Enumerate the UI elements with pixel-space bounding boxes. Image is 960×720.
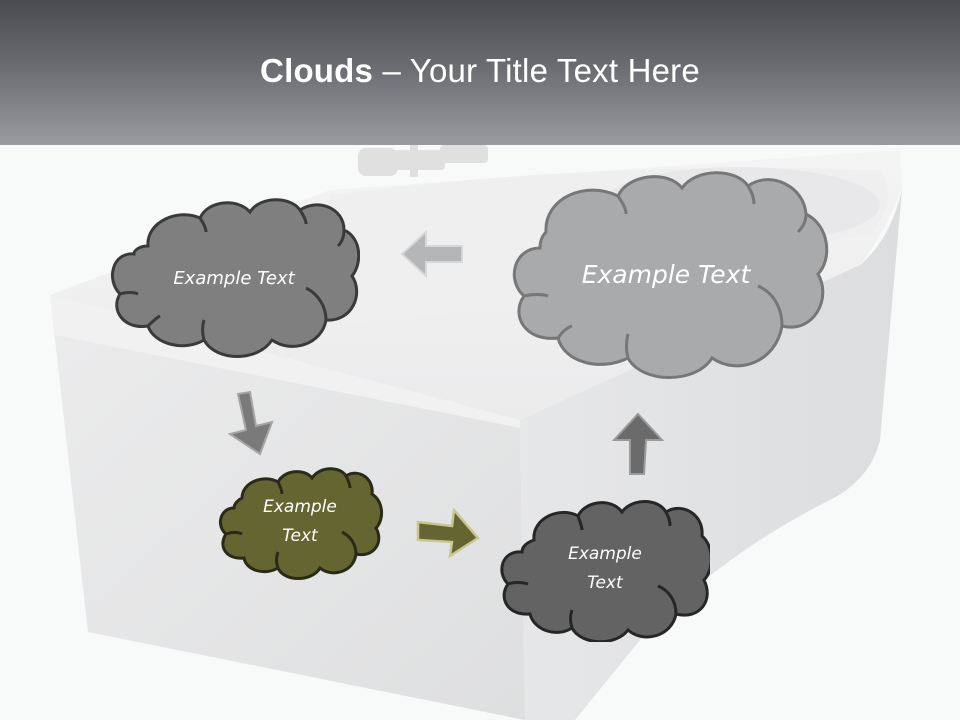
title-regular-part: – Your Title Text Here — [373, 52, 700, 89]
title-bold-part: Clouds — [260, 52, 374, 89]
cloud-bottom-left[interactable]: Example Text — [216, 464, 384, 580]
title-bar: Clouds – Your Title Text Here — [0, 0, 960, 145]
arrow-up-icon — [612, 412, 664, 475]
arrow-down-icon — [228, 390, 274, 456]
slide-title[interactable]: Clouds – Your Title Text Here — [0, 52, 960, 90]
cloud-top-right[interactable]: Example Text — [500, 166, 832, 382]
cloud-shape-icon — [512, 171, 829, 379]
cloud-bottom-right[interactable]: Example Text — [500, 496, 713, 644]
cloud-shape-icon — [218, 467, 383, 580]
cloud-top-left[interactable]: Example Text — [108, 194, 361, 362]
arrow-right-icon — [416, 508, 480, 558]
cloud-shape-icon — [111, 198, 361, 358]
arrow-left-icon — [400, 230, 463, 278]
cloud-shape-icon — [500, 500, 713, 644]
